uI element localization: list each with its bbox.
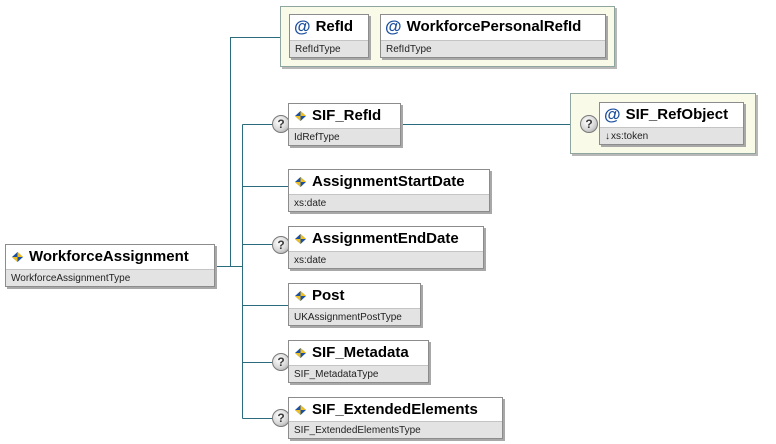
element-name: SIF_Metadata (312, 344, 409, 361)
element-name: AssignmentEndDate (312, 230, 459, 247)
element-name: AssignmentStartDate (312, 173, 465, 190)
element-sif-metadata-node[interactable]: SIF_Metadata SIF_MetadataType (288, 340, 429, 383)
element-icon (293, 176, 308, 188)
element-sif-extendedelements-node[interactable]: SIF_ExtendedElements SIF_ExtendedElement… (288, 397, 503, 439)
root-element-type: WorkforceAssignmentType (6, 269, 214, 286)
attribute-sif-refobject-node[interactable]: @ SIF_RefObject ↓xs:token (599, 102, 744, 145)
root-element-node[interactable]: WorkforceAssignment WorkforceAssignmentT… (5, 244, 215, 287)
optional-icon: ? (272, 115, 290, 133)
element-type: UKAssignmentPostType (289, 308, 420, 325)
element-post-node[interactable]: Post UKAssignmentPostType (288, 283, 421, 326)
element-type: SIF_MetadataType (289, 365, 428, 382)
element-assignmentenddate-node[interactable]: AssignmentEndDate xs:date (288, 226, 484, 269)
element-name: SIF_ExtendedElements (312, 401, 478, 418)
attribute-name: SIF_RefObject (625, 106, 729, 123)
element-icon (293, 347, 308, 359)
attribute-group: @ RefId RefIdType @ WorkforcePersonalRef… (280, 6, 615, 67)
ref-attribute-group: ? @ SIF_RefObject ↓xs:token (570, 93, 756, 154)
element-icon (293, 404, 308, 416)
attribute-type: ↓xs:token (600, 127, 743, 144)
element-sif-refid-node[interactable]: SIF_RefId IdRefType (288, 103, 401, 146)
attribute-refid-node[interactable]: @ RefId RefIdType (289, 14, 369, 58)
element-type: SIF_ExtendedElementsType (289, 421, 502, 438)
down-arrow-icon: ↓ (605, 131, 610, 142)
element-icon (293, 110, 308, 122)
attribute-type: RefIdType (290, 40, 368, 57)
attribute-icon: @ (294, 17, 311, 36)
attribute-icon: @ (385, 17, 402, 36)
element-type: xs:date (289, 194, 489, 211)
element-name: Post (312, 287, 345, 304)
optional-icon: ? (580, 115, 598, 133)
element-type: IdRefType (289, 128, 400, 145)
element-icon (10, 251, 25, 263)
element-icon (293, 290, 308, 302)
element-name: SIF_RefId (312, 107, 382, 124)
attribute-icon: @ (604, 105, 621, 124)
element-assignmentstartdate-node[interactable]: AssignmentStartDate xs:date (288, 169, 490, 212)
attribute-workforcepersonalrefid-node[interactable]: @ WorkforcePersonalRefId RefIdType (380, 14, 606, 58)
attribute-type: RefIdType (381, 40, 605, 57)
root-element-name: WorkforceAssignment (29, 248, 189, 265)
element-type: xs:date (289, 251, 483, 268)
attribute-name: WorkforcePersonalRefId (406, 18, 582, 35)
element-icon (293, 233, 308, 245)
attribute-name: RefId (315, 18, 354, 35)
